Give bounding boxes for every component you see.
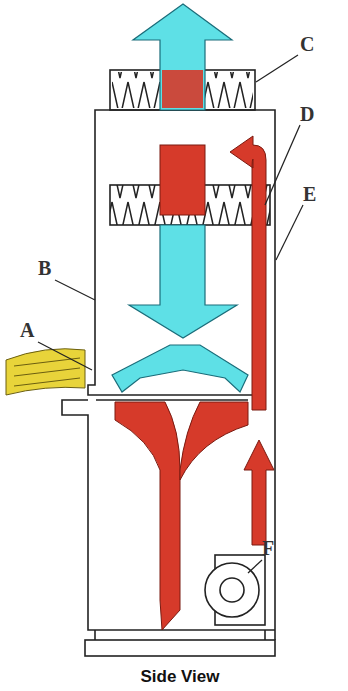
caption: Side View (140, 668, 219, 685)
callout-letter: C (300, 34, 314, 54)
callout-letter: B (38, 258, 51, 278)
callout-letter: A (20, 320, 34, 340)
callout-letter: D (300, 104, 314, 124)
callout-letter: F (262, 538, 274, 558)
callout-letter: E (303, 184, 316, 204)
